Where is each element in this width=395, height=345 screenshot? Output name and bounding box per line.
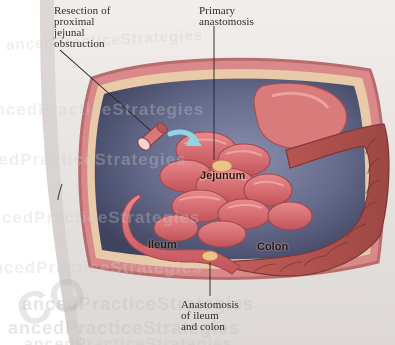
label-ileum: Ileum — [148, 239, 177, 251]
label-anastomosis-of-ileum-and-colon: Anastomosis of ileum and colon — [181, 300, 239, 333]
ileocolic-anastomosis-site — [202, 251, 218, 261]
label-resection-of-proximal-jejunal-obstruction: Resection of proximal jejunal obstructio… — [54, 6, 111, 50]
label-jejunum: Jejunum — [200, 170, 245, 182]
label-colon: Colon — [257, 241, 288, 253]
label-primary-anastomosis: Primary anastomosis — [199, 6, 254, 28]
